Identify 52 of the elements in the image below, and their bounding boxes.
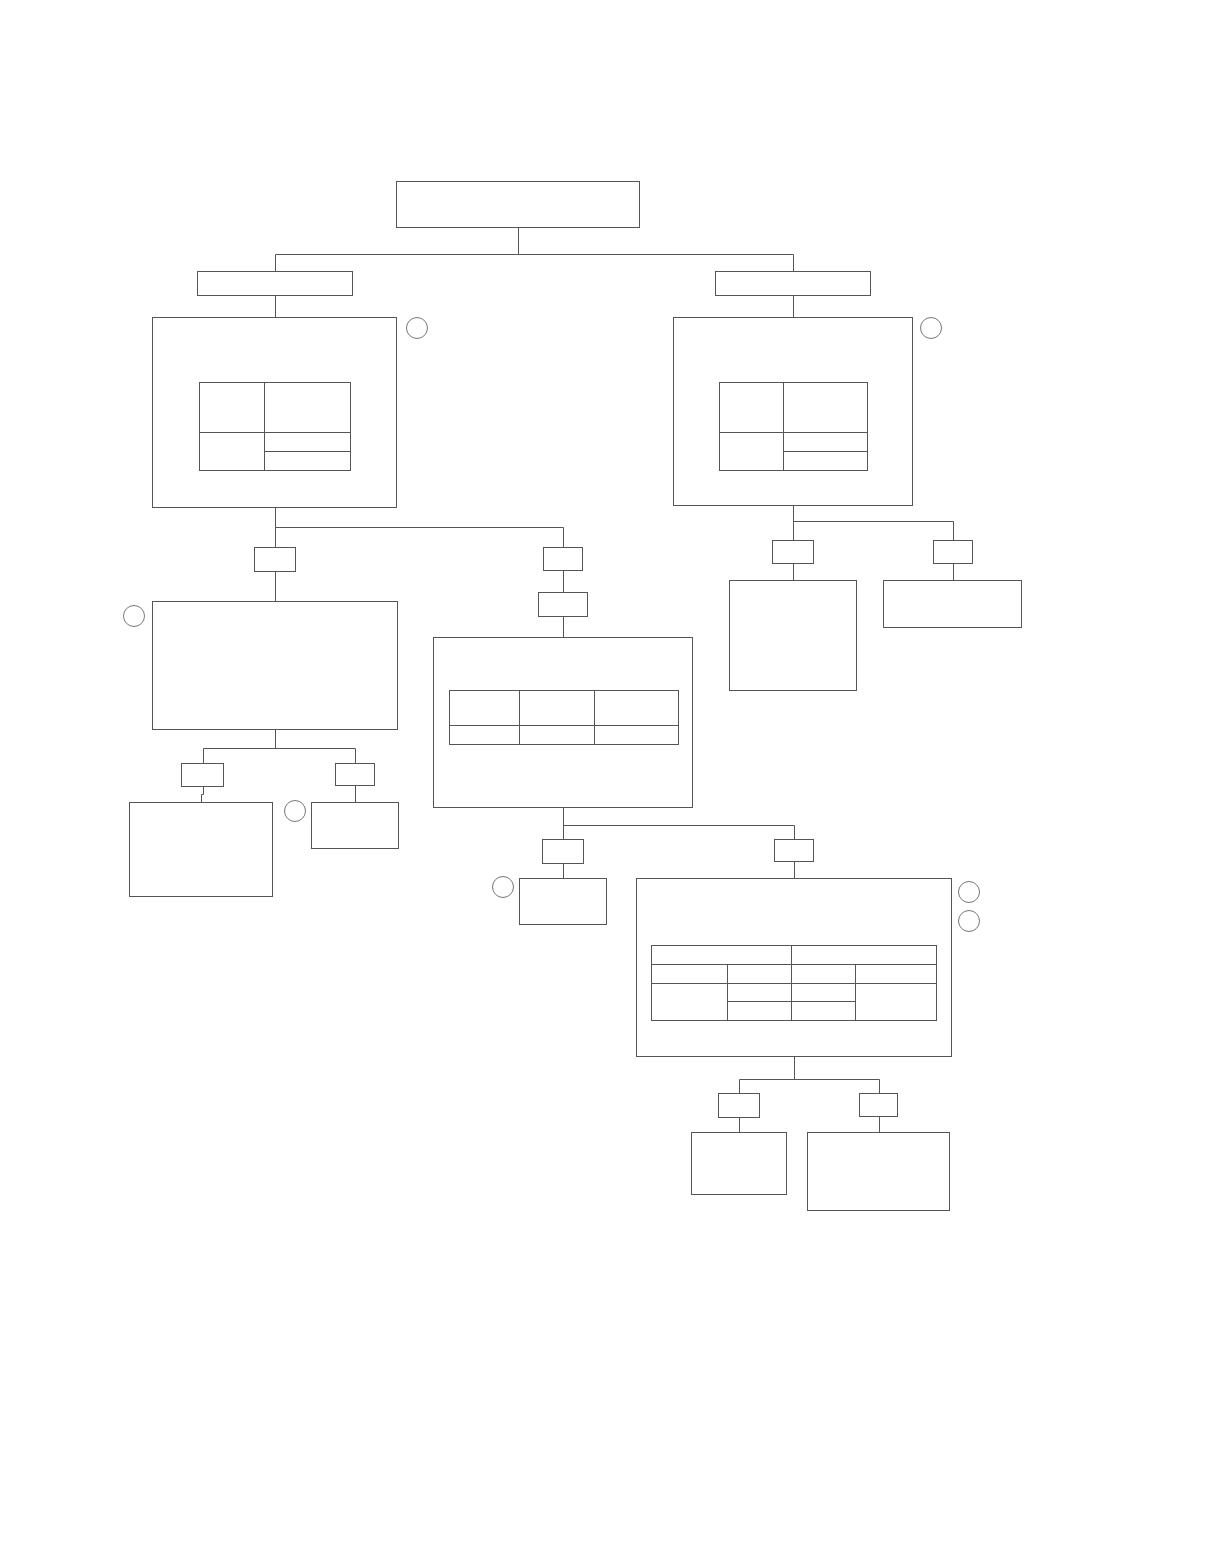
empty-box [311,802,399,849]
connector-line [879,1116,880,1133]
connector-line [793,295,794,318]
empty-box [542,839,584,864]
empty-box [538,592,588,617]
empty-box [729,580,857,691]
empty-box [715,271,871,296]
connector-line [275,729,356,764]
empty-box [254,547,296,572]
empty-box [396,181,640,228]
connector-line [275,571,276,602]
connector-line [201,786,204,803]
connector-line [794,861,795,879]
empty-box [772,540,814,564]
empty-box [859,1093,898,1117]
empty-box [933,540,973,564]
connector-line [793,505,954,541]
empty-box [181,763,224,787]
callout-circle [284,800,306,822]
empty-box [152,601,398,730]
empty-box [335,763,375,786]
connector-line [793,563,794,581]
empty-box [636,878,952,1057]
empty-box [129,802,273,897]
empty-box [691,1132,787,1195]
empty-box [543,547,583,571]
callout-circle [123,605,145,627]
callout-circle [920,317,942,339]
empty-box [807,1132,950,1211]
callout-circle [406,317,428,339]
connector-line [275,295,276,318]
empty-box [718,1093,760,1118]
connector-line [563,616,564,638]
callout-circle [958,881,980,903]
callout-circle [958,910,980,932]
connector-line [739,1117,740,1133]
empty-box [519,878,607,925]
connector-line [563,807,795,840]
empty-box [433,637,693,808]
connector-line [563,863,564,879]
empty-box [673,317,913,506]
connector-line [953,563,954,581]
empty-box [774,839,814,862]
connector-line [275,507,564,548]
connector-line [563,570,564,593]
connector-line [518,227,794,272]
connector-line [355,785,356,803]
callout-circle [492,876,514,898]
empty-box [883,580,1022,628]
empty-box [197,271,353,296]
connector-line [794,1056,880,1094]
empty-box [152,317,397,508]
